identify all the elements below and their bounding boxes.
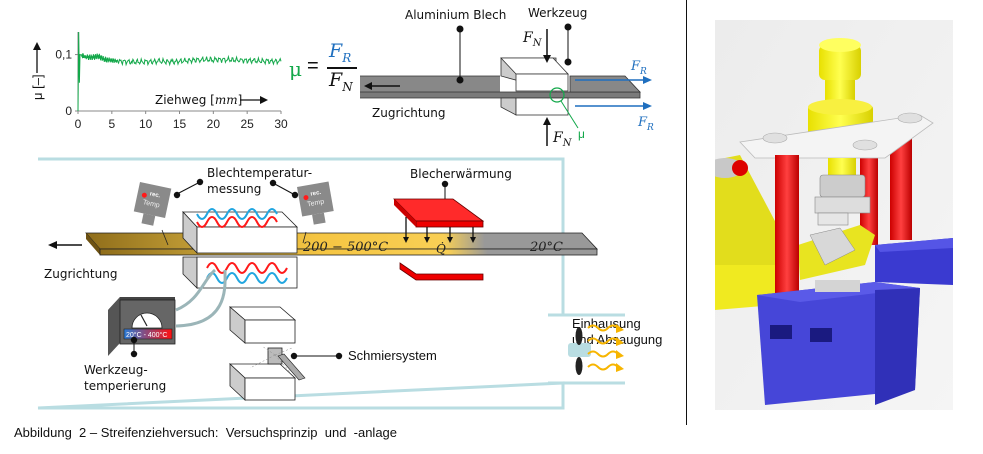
gauge-dial — [131, 312, 163, 329]
test-setup-diagram: Zugrichtung rec. Temp rec. Temp Blechtem… — [37, 157, 662, 410]
tool-upper — [515, 73, 569, 92]
fan-icon — [568, 327, 591, 375]
lower-heater — [399, 262, 484, 281]
enclosure-frame — [37, 157, 565, 410]
figure-caption: Abbildung 2 – Streifenziehversuch: Versu… — [14, 425, 398, 440]
gauge-range-label: 20°C - 400°C — [126, 331, 167, 339]
svg-text:rec.: rec. — [149, 191, 161, 199]
setup-pull-label: Zugrichtung — [44, 267, 117, 281]
x-tick-label: 30 — [274, 117, 288, 131]
heat-flux-arrows — [405, 217, 474, 238]
x-tick-label: 0 — [75, 117, 82, 131]
principle-diagram: Zugrichtung Aluminium Blech Werkzeug FN … — [360, 6, 654, 149]
sheet-temp-label-1: Blechtemperatur- — [207, 166, 312, 180]
normal-force-top: FN — [522, 30, 543, 49]
temperature-sensor-right: rec. Temp — [297, 181, 334, 225]
pull-arrow-icon — [48, 241, 57, 249]
temperature-sensor-left: rec. Temp — [133, 182, 172, 226]
formula-equals: = — [307, 55, 319, 77]
tool-temp-label-1: Werkzeug- — [84, 363, 148, 377]
aluminium-sheet — [360, 76, 500, 92]
y-axis-label-group: μ [–] — [30, 42, 45, 100]
x-tick-label: 10 — [139, 117, 153, 131]
friction-chart: 0 5 10 15 20 25 30 0 0,1 μ [–] Ziehweg [mm] — [30, 31, 288, 131]
y-axis-arrow-icon — [33, 42, 41, 50]
top-plate — [739, 114, 934, 159]
sheet-label: Aluminium Blech — [405, 8, 506, 22]
x-tick-label: 20 — [207, 117, 221, 131]
heat-flux-label: Q̇ — [436, 241, 446, 256]
friction-force-bottom: FR — [637, 115, 654, 133]
svg-text:rec.: rec. — [310, 190, 322, 198]
x-tick-label: 25 — [240, 117, 254, 131]
x-tick-label: 5 — [108, 117, 115, 131]
exhaust-waves — [587, 324, 619, 371]
svg-text:Temp: Temp — [307, 199, 325, 209]
sheet-temp-label-2: messung — [207, 182, 261, 196]
lubrication-system — [228, 306, 306, 401]
formula-denominator: FN — [329, 69, 353, 94]
y-tick-label: 0 — [65, 104, 72, 118]
x-axis-label: Ziehweg [mm] — [155, 93, 242, 107]
formula-numerator: FR — [329, 40, 352, 65]
formula-mu: μ — [289, 57, 302, 81]
pull-direction-label: Zugrichtung — [372, 106, 445, 120]
x-axis-arrow-icon — [260, 96, 268, 104]
friction-force-top: FR — [630, 59, 647, 77]
x-tick-label: 15 — [173, 117, 187, 131]
tool-label: Werkzeug — [528, 6, 587, 20]
y-tick-label: 0,1 — [55, 48, 72, 62]
heating-label: Blecherwärmung — [410, 167, 512, 181]
lubrication-label: Schmiersystem — [348, 348, 437, 363]
hydraulic-cylinder — [819, 45, 861, 80]
mu-label: μ — [578, 127, 585, 141]
svg-text:Temp: Temp — [142, 199, 160, 209]
column-front-left — [775, 155, 799, 295]
hot-temperature-label: 200 − 500°C — [302, 240, 388, 255]
y-axis-label: μ [–] — [30, 74, 45, 100]
friction-formula: μ = FR FN — [287, 40, 367, 100]
cold-temperature-label: 20°C — [529, 240, 563, 255]
test-rig-render — [715, 20, 953, 410]
contact-zone-marker — [549, 87, 565, 103]
pull-direction-arrow-icon — [364, 82, 372, 90]
divider — [686, 0, 687, 425]
upper-tool — [196, 226, 298, 254]
fraction-bar — [327, 67, 357, 69]
series-line-mu — [77, 31, 282, 112]
tool-temp-label-2: temperierung — [84, 379, 166, 393]
normal-force-bottom: FN — [552, 130, 573, 149]
column-back-right — [890, 125, 912, 240]
tool-temperature-controller: 20°C - 400°C — [108, 297, 176, 356]
yellow-frame — [715, 155, 785, 300]
